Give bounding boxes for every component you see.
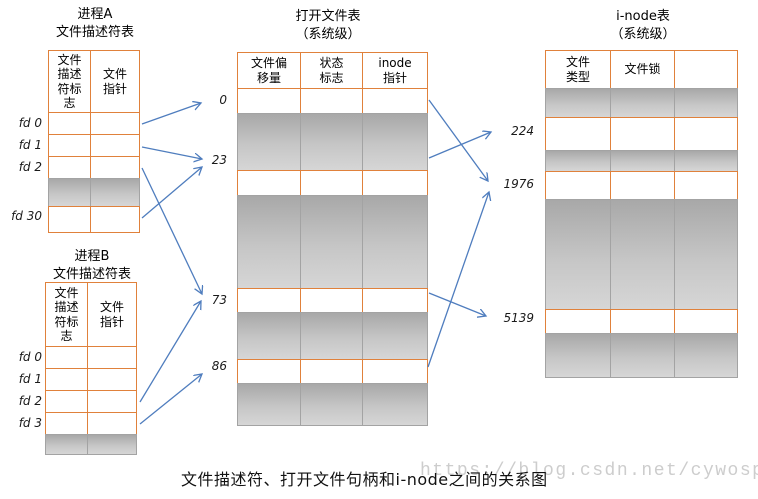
open-file-table-title: 打开文件表 （系统级）: [295, 9, 361, 42]
arrow-b-fd2-to-oft-73: [139, 301, 201, 403]
inode-shaded-block-3: [545, 199, 738, 310]
process-b-header-fd-flags: 文件 描述 符标 志: [45, 282, 88, 347]
oft-shaded-block-4: [237, 383, 428, 426]
process-b-table: 文件 描述 符标 志 文件 指针: [45, 282, 137, 455]
oft-row-23: [237, 170, 428, 196]
oft-label-0: 0: [219, 93, 227, 107]
process-b-row-fd2: [45, 390, 137, 413]
process-b-header-row: 文件 描述 符标 志 文件 指针: [45, 282, 137, 347]
process-a-row-fd0: [48, 112, 140, 135]
oft-label-23: 23: [211, 153, 227, 167]
inode-shaded-block-1: [545, 88, 738, 118]
inode-header-file-lock: 文件锁: [610, 50, 675, 89]
inode-table-title: i-node表 （系统级）: [610, 9, 676, 42]
oft-shaded-block-2: [237, 195, 428, 289]
oft-shaded-block-1: [237, 113, 428, 171]
process-a-fd0-label: fd 0: [18, 116, 42, 130]
inode-header-file-type: 文件 类型: [545, 50, 611, 89]
oft-label-73: 73: [211, 293, 227, 307]
watermark-text: https://blog.csdn.net/cywosp: [420, 461, 758, 481]
oft-header-status-flags: 状态 标志: [300, 52, 363, 89]
open-file-table: 文件偏 移量 状态 标志 inode 指针: [237, 52, 428, 426]
arrow-b-fd3-to-oft-86: [139, 374, 202, 425]
process-b-title: 进程B 文件描述符表: [52, 249, 131, 282]
oft-row-0: [237, 88, 428, 114]
inode-label-5139: 5139: [503, 311, 534, 325]
process-b-fd1-label: fd 1: [18, 372, 42, 386]
process-a-row-fd1: [48, 134, 140, 157]
inode-row-1976: [545, 171, 738, 200]
process-a-row-fd2: [48, 156, 140, 179]
arrow-oft-23-to-inode-224: [428, 132, 491, 159]
process-a-fd1-label: fd 1: [18, 138, 42, 152]
process-b-row-shaded: [45, 434, 137, 455]
oft-header-offset: 文件偏 移量: [237, 52, 301, 89]
inode-row-5139: [545, 309, 738, 334]
process-a-title: 进程A 文件描述符表: [55, 7, 134, 40]
inode-shaded-block-4: [545, 333, 738, 378]
process-a-fd30-label: fd 30: [11, 209, 42, 223]
arrow-oft-86-to-inode-1976: [427, 192, 489, 368]
diagram-caption: 文件描述符、打开文件句柄和i-node之间的关系图: [181, 470, 548, 489]
inode-shaded-block-2: [545, 150, 738, 172]
arrow-a-fd1-to-oft-23: [141, 146, 202, 159]
inode-row-224: [545, 117, 738, 151]
arrow-oft-0-to-inode-1976: [428, 99, 488, 181]
inode-label-224: 224: [511, 124, 534, 138]
arrow-oft-73-to-inode-5139: [428, 292, 486, 316]
arrow-a-fd30-to-oft-23: [141, 167, 202, 219]
process-b-row-fd0: [45, 346, 137, 369]
process-a-header-row: 文件 描述 符标 志 文件 指针: [48, 50, 140, 113]
oft-shaded-block-3: [237, 312, 428, 360]
oft-row-73: [237, 288, 428, 313]
inode-header-empty: [674, 50, 738, 89]
process-b-row-fd1: [45, 368, 137, 391]
oft-label-86: 86: [211, 359, 227, 373]
process-b-row-fd3: [45, 412, 137, 435]
process-b-fd0-label: fd 0: [18, 350, 42, 364]
arrow-a-fd0-to-oft-0: [141, 103, 201, 125]
process-b-fd3-label: fd 3: [18, 416, 42, 430]
inode-table-header-row: 文件 类型 文件锁: [545, 50, 738, 89]
process-a-row-fd30: [48, 206, 140, 233]
process-a-fd2-label: fd 2: [18, 160, 42, 174]
process-b-header-file-pointer: 文件 指针: [87, 282, 137, 347]
process-a-table: 文件 描述 符标 志 文件 指针: [48, 50, 140, 233]
inode-table: 文件 类型 文件锁: [545, 50, 738, 378]
process-b-fd2-label: fd 2: [18, 394, 42, 408]
inode-label-1976: 1976: [503, 177, 534, 191]
oft-header-inode-pointer: inode 指针: [362, 52, 428, 89]
process-a-header-fd-flags: 文件 描述 符标 志: [48, 50, 91, 113]
open-file-table-header-row: 文件偏 移量 状态 标志 inode 指针: [237, 52, 428, 89]
process-a-header-file-pointer: 文件 指针: [90, 50, 140, 113]
oft-row-86: [237, 359, 428, 384]
process-a-row-shaded: [48, 178, 140, 207]
